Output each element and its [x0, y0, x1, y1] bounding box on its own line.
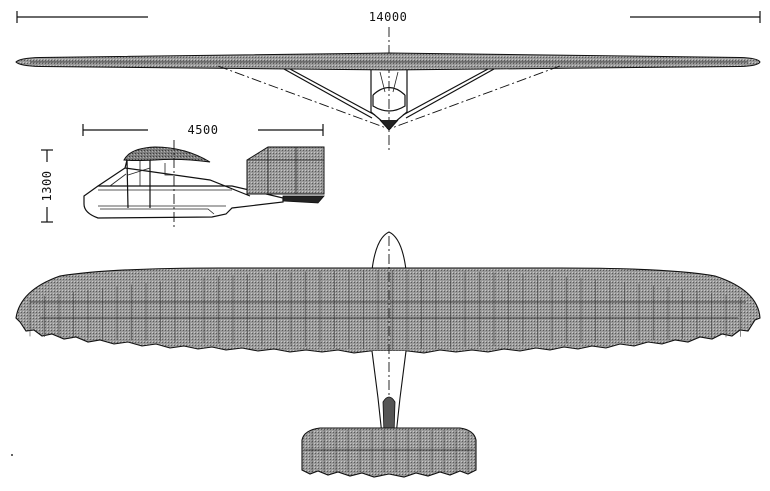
front-rigging-right	[388, 65, 561, 130]
front-view: 14000	[15, 10, 761, 150]
top-main-wing	[15, 267, 761, 354]
length-dimension-line	[82, 124, 324, 136]
top-tail-ribs	[311, 430, 469, 472]
front-rigging-left	[217, 65, 390, 130]
height-dimension-label: 1300	[40, 171, 54, 202]
side-tail	[246, 146, 325, 204]
side-wing-profile	[123, 146, 211, 163]
front-wing	[15, 52, 761, 71]
top-view	[15, 231, 761, 478]
top-wing-ribs	[29, 270, 741, 350]
top-tailplane	[301, 427, 477, 478]
speck	[11, 454, 13, 456]
span-dimension-label: 14000	[369, 10, 408, 24]
side-view: 4500 1300	[40, 123, 325, 230]
length-dimension-label: 4500	[188, 123, 219, 137]
front-struts	[283, 68, 495, 119]
height-dimension-line	[41, 149, 53, 223]
front-fuselage	[370, 70, 408, 131]
span-dimension-line	[16, 11, 761, 23]
